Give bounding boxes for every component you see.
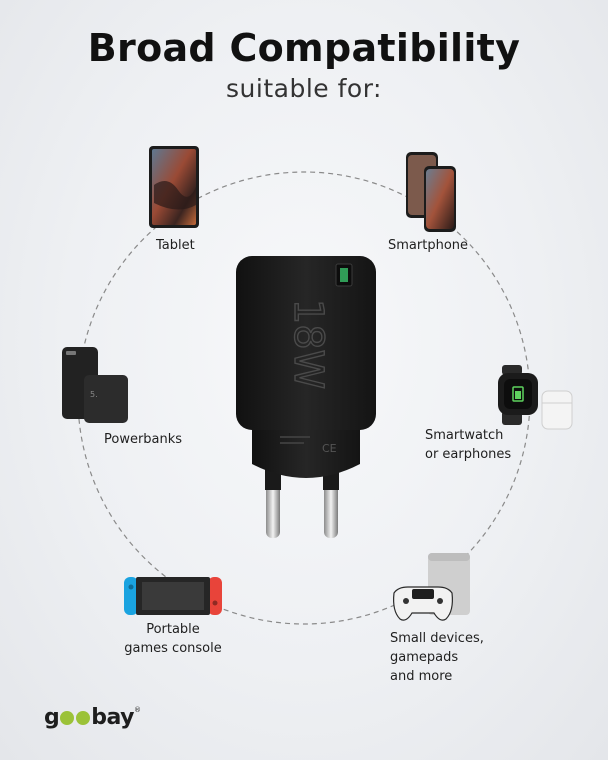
console-image bbox=[124, 575, 222, 621]
charger-image: 18W CE bbox=[236, 256, 376, 550]
logo-dot-icon bbox=[76, 711, 91, 725]
page-title: Broad Compatibility bbox=[87, 26, 521, 70]
logo-suffix: bay bbox=[91, 705, 135, 730]
charger-power-text: 18W bbox=[285, 299, 331, 389]
label-console-line1: Portable bbox=[146, 622, 200, 637]
label-smartwatch-line1: Smartwatch bbox=[425, 428, 504, 443]
small-devices-image bbox=[390, 553, 476, 631]
label-powerbanks: Powerbanks bbox=[104, 432, 183, 447]
powerbanks-image: 5. bbox=[60, 345, 130, 429]
goobay-logo: g bay® bbox=[44, 705, 141, 730]
logo-dot-icon bbox=[60, 711, 75, 725]
smartwatch-image bbox=[498, 365, 576, 437]
label-console: Portable games console bbox=[124, 620, 222, 658]
label-small-line3: and more bbox=[390, 669, 453, 684]
label-small-line1: Small devices, bbox=[390, 631, 484, 646]
label-smartwatch: Smartwatch or earphones bbox=[425, 426, 511, 464]
ce-mark: CE bbox=[322, 442, 337, 455]
svg-text:5.: 5. bbox=[90, 390, 98, 399]
label-smartphone: Smartphone bbox=[388, 238, 469, 253]
tablet-image bbox=[148, 145, 200, 233]
label-smartwatch-line2: or earphones bbox=[425, 447, 512, 462]
logo-registered-mark: ® bbox=[134, 706, 141, 714]
smartphone-image bbox=[404, 152, 456, 236]
page-subtitle: suitable for: bbox=[226, 74, 382, 103]
label-console-line2: games console bbox=[124, 641, 222, 656]
logo-prefix: g bbox=[44, 705, 60, 730]
label-small-line2: gamepads bbox=[390, 650, 459, 665]
label-tablet: Tablet bbox=[156, 238, 195, 253]
label-small-devices: Small devices, gamepads and more bbox=[390, 629, 484, 686]
